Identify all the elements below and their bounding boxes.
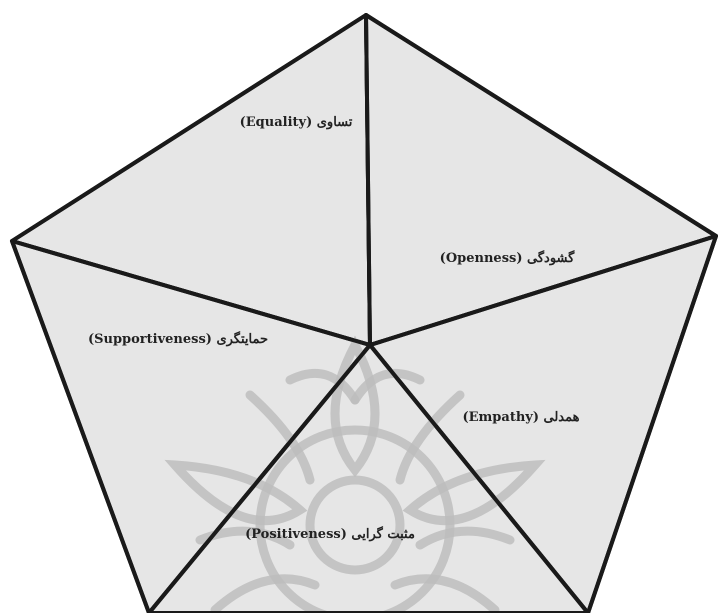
label-empathy: همدلی (Empathy) [462, 410, 579, 425]
spoke-bottom-left [147, 343, 372, 613]
spoke-right [369, 234, 717, 347]
spoke-top [364, 14, 372, 346]
pentagon-outline [10, 13, 718, 613]
spoke-bottom-right [368, 343, 590, 613]
label-equality: تساوی (Equality) [240, 115, 353, 130]
spoke-left [11, 239, 371, 347]
ornament-watermark [164, 335, 546, 613]
label-openness: گشودگی (Openness) [440, 249, 575, 266]
label-supportiveness: حمایتگری (Supportiveness) [88, 330, 268, 347]
label-positiveness: مثبت گرایی (Positiveness) [245, 525, 415, 542]
